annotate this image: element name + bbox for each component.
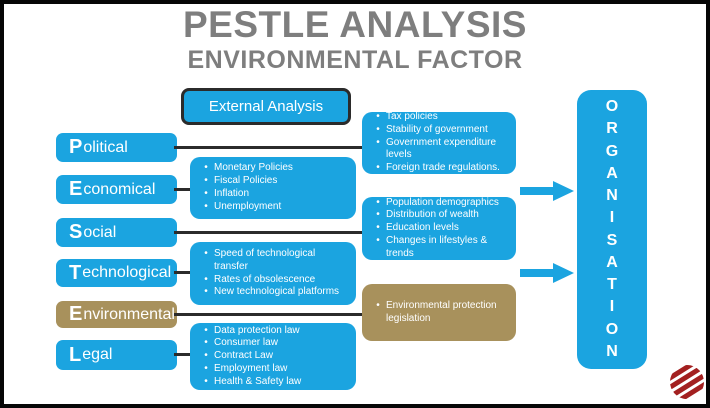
organisation-letter: I [609, 298, 615, 316]
external-analysis-box: External Analysis [181, 88, 351, 125]
organisation-box: O R G A N I S A T I O N [577, 90, 647, 369]
bullet-item: Health & Safety law [198, 376, 350, 389]
organisation-letter: S [606, 231, 618, 249]
bullet-item: Contract Law [198, 350, 350, 363]
bullet-item: Monetary Policies [198, 162, 350, 175]
organisation-letter: N [606, 342, 618, 360]
details-box-social: Population demographics Distribution of … [362, 197, 516, 260]
bullet-item: Speed of technological transfer [198, 248, 350, 274]
factor-initial: E [69, 178, 83, 200]
page-subtitle: ENVIRONMENTAL FACTOR [187, 46, 523, 74]
organisation-letter: N [606, 187, 618, 205]
factor-label: ocial [83, 223, 117, 241]
right-arrow-icon [520, 263, 574, 283]
organisation-letter: A [606, 164, 618, 182]
striped-circle-logo [666, 361, 706, 403]
factor-label: olitical [83, 138, 128, 156]
factor-initial: T [69, 261, 82, 284]
factor-label: conomical [83, 180, 156, 198]
bullet-item: Tax policies [370, 111, 510, 124]
bullet-item: Education levels [370, 222, 510, 235]
factor-initial: S [69, 221, 83, 243]
organisation-letter: I [609, 209, 615, 227]
details-box-technological: Speed of technological transfer Rates of… [190, 242, 356, 305]
details-box-economical: Monetary Policies Fiscal Policies Inflat… [190, 157, 356, 219]
page-title: PESTLE ANALYSIS [182, 4, 527, 45]
connector-line-environmental [174, 313, 364, 316]
external-analysis-label: External Analysis [208, 98, 324, 115]
organisation-letter: A [606, 253, 618, 271]
bullet-item: Fiscal Policies [198, 175, 350, 188]
factor-initial: L [69, 343, 82, 366]
factor-label: echnological [82, 264, 172, 281]
bullet-item: Government expenditure levels [370, 137, 510, 163]
factor-initial: P [69, 136, 83, 158]
bullet-item: Unemployment [198, 201, 350, 214]
details-box-political: Tax policies Stability of government Gov… [362, 111, 516, 175]
right-arrow-icon [520, 181, 574, 201]
bullet-item: Rates of obsolescence [198, 274, 350, 287]
bullet-item: Stability of government [370, 124, 510, 137]
factor-label: nvironmental [83, 305, 175, 323]
organisation-letter: G [605, 142, 619, 160]
bullet-item: Consumer law [198, 337, 350, 350]
connector-line-social [174, 231, 364, 234]
details-box-environmental: Environmental protection legislation [362, 284, 516, 341]
connector-line-technological [174, 271, 192, 274]
bullet-item: Inflation [198, 188, 350, 201]
organisation-letter: T [607, 276, 617, 294]
bullet-item: Environmental protection legislation [370, 300, 510, 326]
connector-line-economical [174, 188, 192, 191]
bullet-item: Population demographics [370, 197, 510, 210]
bullet-item: Distribution of wealth [370, 209, 510, 222]
factor-label: egal [82, 346, 113, 363]
details-box-legal: Data protection law Consumer law Contrac… [190, 323, 356, 390]
connector-line-political [174, 146, 364, 149]
organisation-letter: R [606, 120, 618, 138]
bullet-item: New technological platforms [198, 286, 350, 299]
organisation-letter: O [605, 98, 619, 116]
bullet-item: Foreign trade regulations. [370, 162, 510, 175]
connector-line-legal [174, 353, 192, 356]
bullet-item: Employment law [198, 363, 350, 376]
organisation-letter: O [605, 320, 619, 338]
bullet-item: Changes in lifestyles & trends [370, 235, 510, 261]
bullet-item: Data protection law [198, 325, 350, 338]
factor-initial: E [69, 303, 83, 325]
